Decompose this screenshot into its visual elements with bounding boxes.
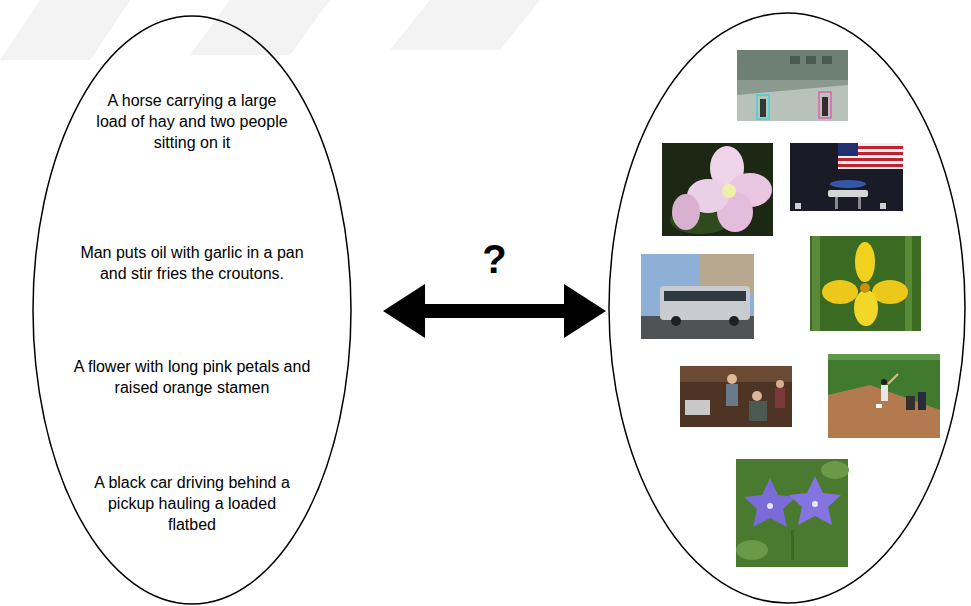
spectator [880,203,886,209]
leaf [905,236,912,331]
sign [685,400,710,415]
face [752,391,762,401]
face [776,380,784,388]
petal [854,290,878,326]
spectator [795,203,801,209]
bus-wheel [671,316,681,326]
bus-body [660,286,750,320]
caption-text: A black car driving behind a pickup haul… [85,473,299,535]
flag-stripe [838,158,903,161]
gymnast [830,180,866,188]
leaf [812,236,820,331]
tracking-box [757,95,769,119]
tracking-box [819,92,831,118]
caption-text: Man puts oil with garlic in a pan and st… [65,243,319,285]
flower-center [860,283,870,293]
iris-photo [810,236,921,331]
double-arrow [383,284,606,338]
arrow-head [564,284,606,338]
edge-label: ? [482,239,506,279]
caption-text: A horse carrying a large load of hay and… [93,91,291,153]
pommel-leg [858,197,861,209]
petal [855,242,875,282]
grass-stripe [828,354,940,360]
purple-flower [744,478,796,527]
street-window [790,56,800,64]
ellipse-border [609,13,965,603]
street-pavement [737,85,848,121]
person [749,401,767,421]
baseball-photo [828,354,940,438]
leaf [821,461,849,479]
batter [881,385,888,401]
petal [672,194,700,230]
person [726,384,738,406]
stem [791,530,794,560]
flag [838,143,903,169]
pommel-leg [835,197,838,209]
ellipse-node [608,12,966,604]
petal [822,280,858,304]
pommel-horse [828,190,868,197]
street-photo [737,50,848,121]
catcher [906,396,915,410]
bus-windows [664,291,746,301]
people-photo [680,366,792,427]
ellipse-node: A horse carrying a large load of hay and… [32,15,352,605]
infield-dirt [828,385,940,438]
flag-stripe [838,164,903,167]
flag-canton [838,143,858,156]
flower-center [722,184,736,198]
bus-wheel [729,316,739,326]
batter-head [881,379,887,385]
bus-photo [641,254,754,339]
leaf [736,540,768,560]
bat [888,374,898,384]
ellipse-outline [608,12,966,604]
street-person [760,99,766,117]
flower-center [767,503,773,509]
watermark-shape [190,0,330,55]
person [775,388,785,408]
street-window [806,56,816,64]
street-person [822,97,828,116]
face [727,374,737,384]
bellflower-photo [736,459,848,567]
ellipse-border [33,16,351,604]
home-plate [876,404,882,408]
watermark-shape [390,0,540,50]
umpire [918,392,926,410]
street-building [737,50,848,80]
flower-center [812,501,818,507]
gymnast-photo [790,143,903,211]
purple-flower [789,476,841,525]
petal [872,280,908,304]
flower-photo [662,143,773,236]
watermark-shape [0,0,130,60]
arrow-shaft [423,304,566,318]
caption-text: A flower with long pink petals and raise… [66,357,318,399]
arrow-head [383,284,425,338]
street-window [822,56,832,64]
